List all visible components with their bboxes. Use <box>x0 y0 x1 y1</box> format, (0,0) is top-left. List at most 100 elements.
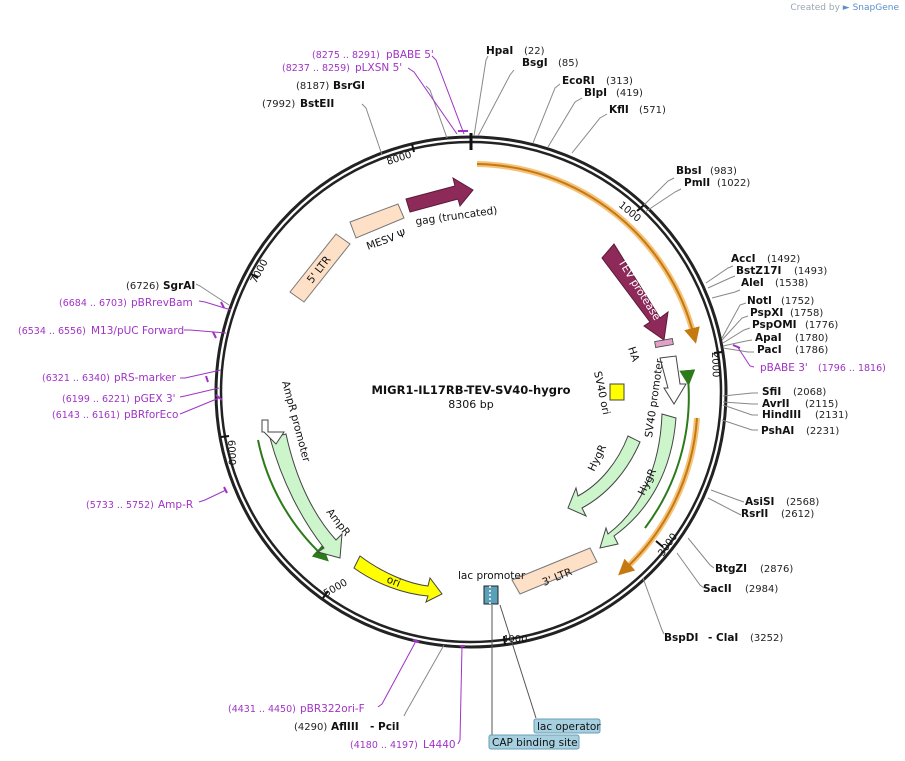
enzyme-pspomi: PspOMI <box>752 319 797 331</box>
enzyme-bsgi-pos: (85) <box>558 58 579 69</box>
ltr5-feature <box>289 233 351 303</box>
plasmid-length: 8306 bp <box>448 398 493 411</box>
enzyme-hpai-pos: (22) <box>524 46 545 57</box>
enzyme-alei: AleI <box>741 277 764 289</box>
primer-pbrrevbam: pBRrevBam <box>131 297 193 309</box>
primer-l4440: L4440 <box>423 739 456 751</box>
mesv-feature <box>349 203 405 239</box>
lac-promoter-feature <box>483 585 499 605</box>
enzyme-pshai: PshAI <box>761 425 794 437</box>
primer-l4440-pos: (4180 .. 4197) <box>350 740 418 751</box>
tick-label-4000: 4000 <box>502 634 527 645</box>
enzyme-rsrii-pos: (2612) <box>781 509 814 520</box>
enzyme-bstz17i-pos: (1493) <box>794 266 827 277</box>
enzyme-sfii: SfiI <box>762 386 781 398</box>
enzyme-avrii: AvrII <box>762 398 790 410</box>
enzyme-pmli-pos: (1022) <box>717 178 750 189</box>
enzyme-sfii-pos: (2068) <box>793 387 826 398</box>
cap-site-box <box>488 734 580 750</box>
enzyme-paci-pos: (1786) <box>795 345 828 356</box>
enzyme-clai: - ClaI <box>708 632 738 644</box>
enzyme-bbsi-pos: (983) <box>710 166 737 177</box>
enzyme-noti: NotI <box>747 295 772 307</box>
ori-feature <box>353 555 443 603</box>
enzyme-pshai-pos: (2231) <box>806 426 839 437</box>
primer-ampr: Amp-R <box>158 499 193 511</box>
enzyme-blpi-pos: (419) <box>616 88 643 99</box>
enzyme-acci: AccI <box>731 253 755 265</box>
plasmid-name: MIGR1-IL17RB-TEV-SV40-hygro <box>371 383 570 397</box>
enzyme-afliii: AflIII <box>331 721 359 733</box>
ampr-feature <box>269 433 343 559</box>
enzyme-acci-pos: (1492) <box>767 254 800 265</box>
primer-m13puc-pos: (6534 .. 6556) <box>18 326 86 337</box>
enzyme-pspxi: PspXI <box>750 307 783 319</box>
primer-pbabe3-pos: (1796 .. 1816) <box>818 363 886 374</box>
ltr3-feature <box>511 547 598 595</box>
lac-operator-label: lac operator <box>537 721 601 733</box>
enzyme-clai-pos: (3252) <box>750 633 783 644</box>
hygr-inner-label: HygR <box>586 443 609 473</box>
enzyme-bsrgi-pos: (8187) <box>296 81 329 92</box>
orf-arc-lower <box>618 417 698 576</box>
snapgene-logo-icon: ► <box>842 3 850 13</box>
enzyme-sgrai-pos: (6726) <box>126 281 159 292</box>
gag-label: gag (truncated) <box>415 205 498 228</box>
created-by-text: Created by <box>790 3 840 13</box>
enzyme-kfli: KflI <box>609 104 629 116</box>
tick-label-6000: 6000 <box>225 440 237 466</box>
primer-pbrrevbam-pos: (6684 .. 6703) <box>59 298 127 309</box>
enzyme-bsteii-pos: (7992) <box>262 99 295 110</box>
primer-pbabe5: pBABE 5' <box>386 49 434 61</box>
orf-arc-green-right <box>644 369 696 529</box>
enzyme-bsrgi: BsrGI <box>333 80 365 92</box>
enzyme-asisi: AsiSI <box>745 496 774 508</box>
tick-label-2000: 2000 <box>709 352 721 378</box>
primer-pgex3-pos: (6199 .. 6221) <box>62 394 130 405</box>
sv40-ori-label: SV40 ori <box>591 370 612 416</box>
ampr-promoter-feature <box>261 419 285 445</box>
enzyme-btgzi-pos: (2876) <box>760 564 793 575</box>
enzyme-lines <box>195 55 758 717</box>
enzyme-bsteii: BstEII <box>300 98 334 110</box>
orf-arc-right-highlight <box>476 161 697 337</box>
hygr-inner-feature <box>567 435 641 518</box>
enzyme-paci: PacI <box>757 344 782 356</box>
ha-feature <box>654 338 674 348</box>
enzyme-ecori: EcoRI <box>562 75 595 87</box>
lac-operator-box <box>533 718 601 734</box>
enzyme-pmli: PmlI <box>684 177 710 189</box>
enzyme-hindiii: HindIII <box>762 409 801 421</box>
enzyme-btgzi: BtgZI <box>715 563 747 575</box>
hygr-outer-feature <box>599 413 677 549</box>
primer-pbrforeco-pos: (6143 .. 6161) <box>52 410 120 421</box>
orf-arc-green-left <box>257 439 329 562</box>
enzyme-noti-pos: (1752) <box>781 296 814 307</box>
primer-plxsn5-pos: (8237 .. 8259) <box>282 63 350 74</box>
enzyme-sgrai: SgrAI <box>163 280 195 292</box>
primer-ampr-pos: (5733 .. 5752) <box>86 500 154 511</box>
enzyme-apai-pos: (1780) <box>795 333 828 344</box>
enzyme-ecori-pos: (313) <box>606 76 633 87</box>
orf-arc-right <box>476 163 700 344</box>
primer-pbrforeco: pBRforEco <box>124 409 178 421</box>
enzyme-bstz17i: BstZ17I <box>736 265 781 277</box>
primer-pbabe3: pBABE 3' <box>760 362 808 374</box>
primer-prsmarker: pRS-marker <box>114 372 177 384</box>
gag-feature <box>405 176 474 213</box>
tick-marks <box>220 143 723 646</box>
tev-feature <box>601 243 669 341</box>
sv40-ori-feature <box>609 383 625 401</box>
cap-site-label: CAP binding site <box>492 737 578 749</box>
enzyme-pspomi-pos: (1776) <box>805 320 838 331</box>
primer-lines <box>179 55 755 745</box>
tev-label: TEV protease <box>615 256 663 322</box>
enzyme-hindiii-pos: (2131) <box>815 410 848 421</box>
enzyme-pspxi-pos: (1758) <box>790 308 823 319</box>
snapgene-brand: SnapGene <box>852 3 899 13</box>
primer-pbabe5-pos: (8275 .. 8291) <box>312 50 380 61</box>
primer-pgex3: pGEX 3' <box>134 393 176 405</box>
enzyme-apai: ApaI <box>755 332 782 344</box>
enzyme-sacii: SacII <box>703 583 732 595</box>
